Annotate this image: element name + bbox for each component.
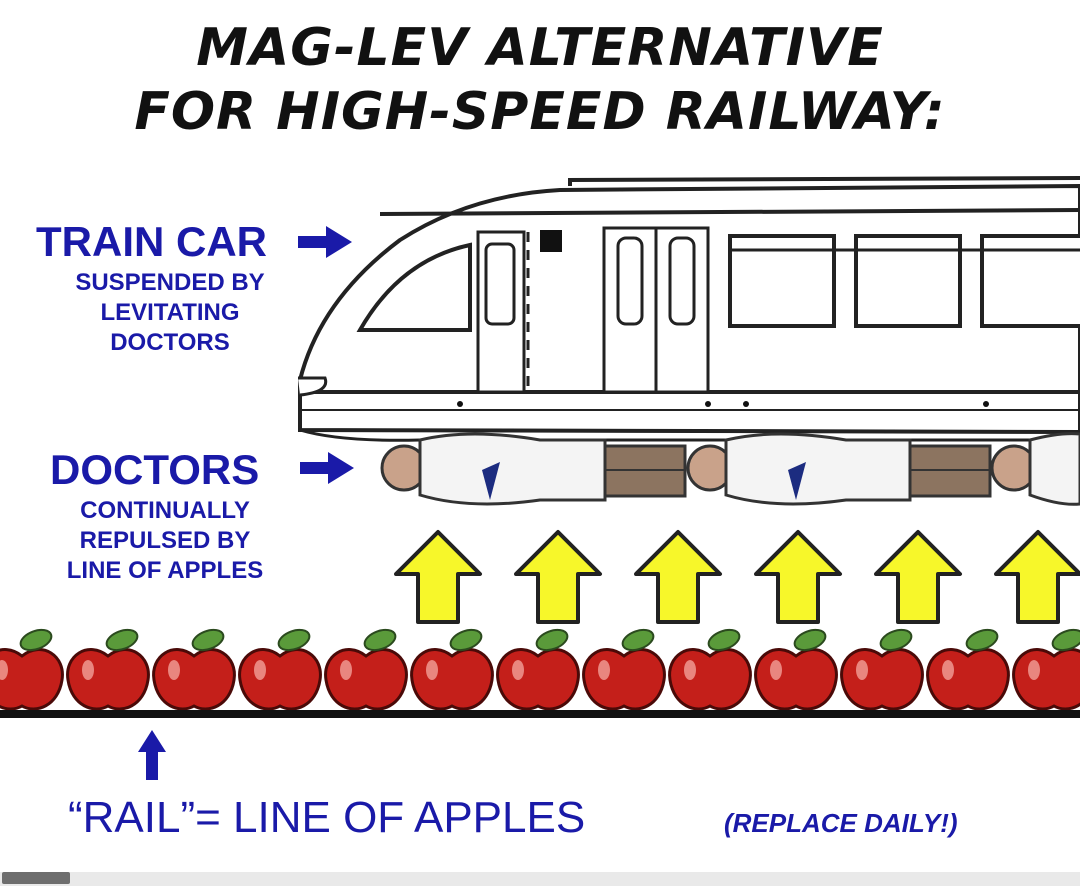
apple [66,628,150,711]
up-arrow-1 [394,530,482,624]
rivet [705,401,711,407]
repulsion-arrows [394,530,1080,624]
apple [754,628,838,711]
rail-up-arrow-icon [138,730,166,780]
cab-marker [540,230,562,252]
doctors-description: CONTINUALLY REPULSED BY LINE OF APPLES [30,496,300,586]
train-roof-ridge [568,176,1080,186]
train-car-label: TRAIN CAR [36,218,267,265]
up-arrow-6 [994,530,1080,624]
train-car-desc-line: LEVITATING [100,299,240,326]
apple [1012,628,1080,711]
doctor-2 [686,432,992,506]
doctors-desc-line: REPULSED BY [79,527,251,554]
door-window-1 [616,236,644,326]
train-car [298,176,1080,442]
apple [0,628,64,711]
rail-note: (REPLACE DAILY!) [724,808,958,838]
headlight [298,376,328,397]
up-arrow-5 [874,530,962,624]
apple [840,628,924,711]
train-car-arrow-icon [298,226,352,258]
title-line-1: MAG-LEV ALTERNATIVE [196,18,884,78]
doctors-desc-line: CONTINUALLY [80,497,250,524]
line-of-apples [0,628,1080,711]
apple [324,628,408,711]
rivet [983,401,989,407]
rivet [743,401,749,407]
apple [668,628,752,711]
apple [410,628,494,711]
apple [496,628,580,711]
cab-door-window [484,242,516,326]
doctor-1 [380,432,687,506]
apple [926,628,1010,711]
door-window-2 [668,236,696,326]
apple [582,628,666,711]
doctors-label: DOCTORS [50,446,260,493]
up-arrow-4 [754,530,842,624]
cab-window [356,242,472,332]
apple [238,628,322,711]
doctors-arrow-icon [300,452,354,484]
apple [152,628,236,711]
doctors-desc-line: LINE OF APPLES [66,557,264,584]
doctor-3 [990,432,1080,506]
pointer-arrows [138,226,354,780]
rail-base-line [0,710,1080,718]
rail-label: “RAIL”= LINE OF APPLES [68,793,586,842]
train-car-description: SUSPENDED BY LEVITATING DOCTORS [30,268,310,358]
train-car-desc-line: DOCTORS [110,329,230,356]
train-roof-line [379,208,1080,216]
up-arrow-2 [514,530,602,624]
train-car-desc-line: SUSPENDED BY [75,269,265,296]
title-line-2: FOR HIGH-SPEED RAILWAY: [134,82,946,142]
levitating-doctors [380,432,1080,506]
watermark-logo [2,872,70,884]
rivet [457,401,463,407]
footer-bar [0,872,1080,886]
up-arrow-3 [634,530,722,624]
